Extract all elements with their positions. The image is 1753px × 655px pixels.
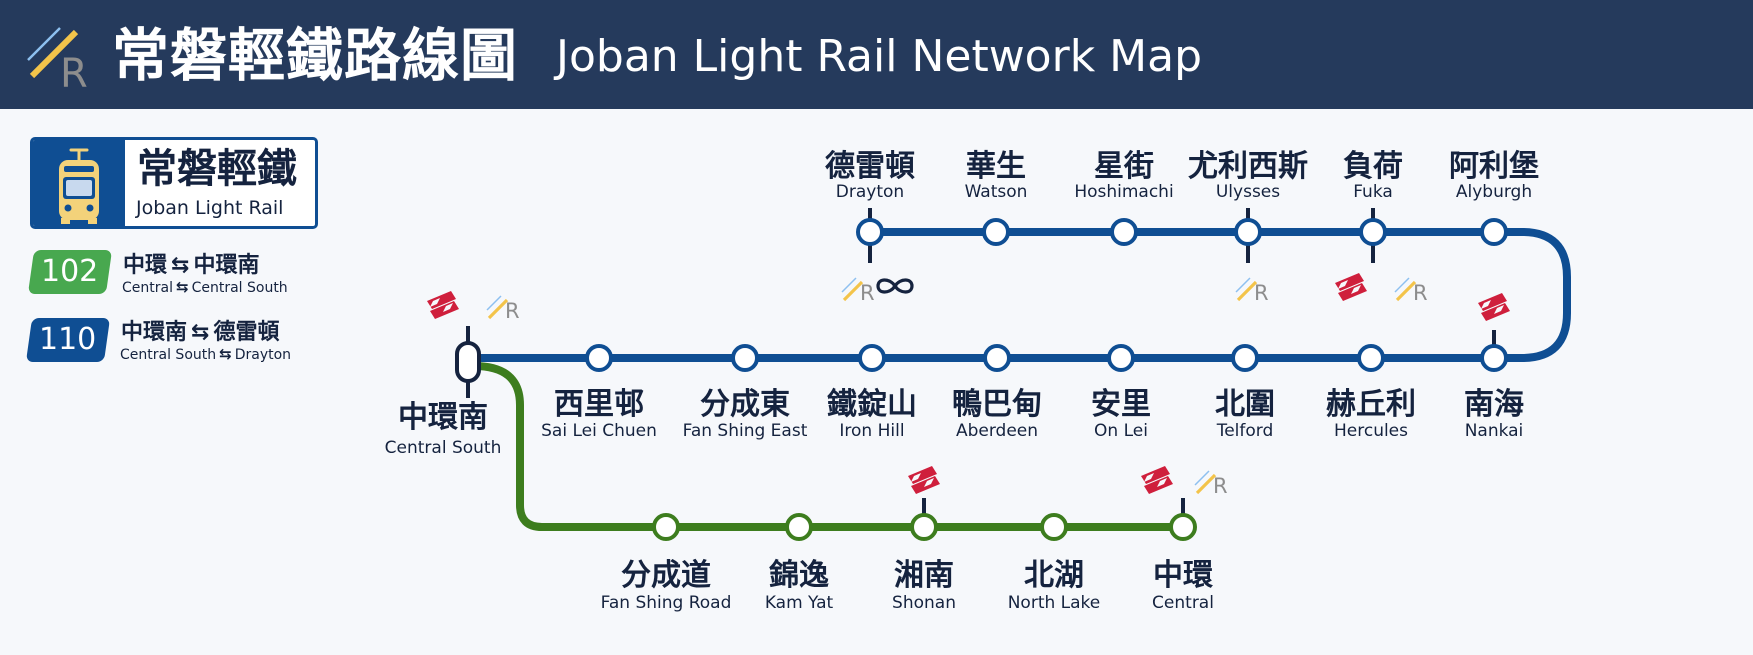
interchange-station-marker[interactable] <box>455 341 481 383</box>
station-marker[interactable] <box>652 513 680 541</box>
station-marker[interactable] <box>983 344 1011 372</box>
station-name-english: Kam Yat <box>765 593 834 613</box>
station-name-english: Telford <box>1216 421 1274 441</box>
route-110-en: Central South⇆Drayton <box>120 345 292 363</box>
station-name-english: Hercules <box>1334 421 1408 441</box>
station-name: 北圍 <box>1215 387 1275 422</box>
national-rail-icon <box>1141 466 1173 494</box>
station-name-english: Aberdeen <box>956 421 1038 441</box>
station-marker[interactable] <box>1480 344 1508 372</box>
station-name: 星街 <box>1094 149 1154 184</box>
light-rail-logo-icon <box>1234 276 1271 307</box>
station-name: 赫丘利 <box>1326 387 1416 422</box>
green-line-track <box>473 362 1183 531</box>
station-name: 分成道 <box>621 558 711 593</box>
station-name-english: North Lake <box>1008 593 1101 613</box>
brand-name: 常磐輕鐵 <box>137 145 297 192</box>
station-name-english: Alyburgh <box>1456 182 1532 202</box>
light-rail-logo-icon <box>840 276 877 307</box>
station-name: 中環 <box>1153 558 1214 593</box>
national-rail-icon <box>908 466 940 494</box>
page-title-english: Joban Light Rail Network Map <box>556 31 1203 82</box>
two-way-arrow-icon: ⇆ <box>175 278 189 296</box>
station-marker[interactable] <box>856 218 884 246</box>
station-name: 湘南 <box>894 558 954 593</box>
station-name: 南海 <box>1464 387 1524 422</box>
station-name-english: Ulysses <box>1216 182 1280 202</box>
brand-icon-panel <box>33 140 125 226</box>
station-marker[interactable] <box>1107 344 1135 372</box>
infinity-icon <box>876 278 914 294</box>
station-name: 負荷 <box>1343 149 1403 184</box>
station-marker[interactable] <box>1231 344 1259 372</box>
station-name-english: Fan Shing East <box>683 421 808 441</box>
station-name-english: Central <box>1152 593 1214 613</box>
station-name: 鴨巴甸 <box>952 387 1042 422</box>
station-marker[interactable] <box>1480 218 1508 246</box>
header-bar: R 常磐輕鐵路線圖 Joban Light Rail Network Map <box>0 0 1753 109</box>
station-name-english: Fuka <box>1353 182 1393 202</box>
brand-name-english: Joban Light Rail <box>136 197 284 219</box>
svg-text:R: R <box>60 51 88 90</box>
route-102-en: Central⇆Central South <box>122 278 288 296</box>
station-name-english: Drayton <box>836 182 904 202</box>
station-marker[interactable] <box>1234 218 1262 246</box>
station-marker[interactable] <box>1040 513 1068 541</box>
station-name: 華生 <box>966 149 1026 184</box>
station-name: 西里邨 <box>554 387 644 422</box>
station-marker[interactable] <box>910 513 938 541</box>
station-name-english: Fan Shing Road <box>601 593 732 613</box>
station-name-english: Watson <box>965 182 1028 202</box>
page-title: 常磐輕鐵路線圖 <box>112 22 518 89</box>
station-marker[interactable] <box>1357 344 1385 372</box>
station-name: 安里 <box>1091 387 1151 422</box>
light-rail-logo-icon: R <box>27 27 88 90</box>
light-rail-logo-icon <box>485 294 522 325</box>
station-marker[interactable] <box>785 513 813 541</box>
station-name: 阿利堡 <box>1449 149 1539 184</box>
station-name: 德雷頓 <box>825 149 915 184</box>
two-way-arrow-icon: ⇆ <box>191 320 210 345</box>
national-rail-icon <box>427 291 459 319</box>
station-name: 分成東 <box>700 387 790 422</box>
station-marker[interactable] <box>585 344 613 372</box>
station-name-english: On Lei <box>1094 421 1148 441</box>
station-name-english: Central South <box>385 438 502 458</box>
station-name-english: Sai Lei Chuen <box>541 421 657 441</box>
blue-line-track <box>468 228 1571 362</box>
tram-icon <box>59 148 99 224</box>
station-name: 錦逸 <box>769 558 829 593</box>
two-way-arrow-icon: ⇆ <box>171 253 190 278</box>
two-way-arrow-icon: ⇆ <box>219 345 232 363</box>
operator-brand: 常磐輕鐵 Joban Light Rail <box>30 137 318 229</box>
national-rail-icon <box>1335 273 1367 301</box>
station-name: 鐵錠山 <box>827 387 917 422</box>
route-102-zh: 中環⇆中環南 <box>123 252 260 278</box>
station-name-english: Iron Hill <box>839 421 904 441</box>
station-marker[interactable] <box>858 344 886 372</box>
station-marker[interactable] <box>1169 513 1197 541</box>
station-marker[interactable] <box>731 344 759 372</box>
station-marker[interactable] <box>1359 218 1387 246</box>
station-name: 尤利西斯 <box>1188 149 1308 184</box>
station-name-english: Nankai <box>1465 421 1524 441</box>
light-rail-logo-icon <box>1193 469 1230 500</box>
light-rail-logo-icon <box>1393 276 1430 307</box>
station-name-english: Shonan <box>892 593 956 613</box>
station-marker[interactable] <box>982 218 1010 246</box>
station-marker[interactable] <box>1110 218 1138 246</box>
station-name: 北湖 <box>1024 558 1084 593</box>
route-110-zh: 中環南⇆德雷頓 <box>121 319 280 345</box>
station-name: 中環南 <box>398 400 488 435</box>
national-rail-icon <box>1478 293 1510 321</box>
station-name-english: Hoshimachi <box>1074 182 1173 202</box>
